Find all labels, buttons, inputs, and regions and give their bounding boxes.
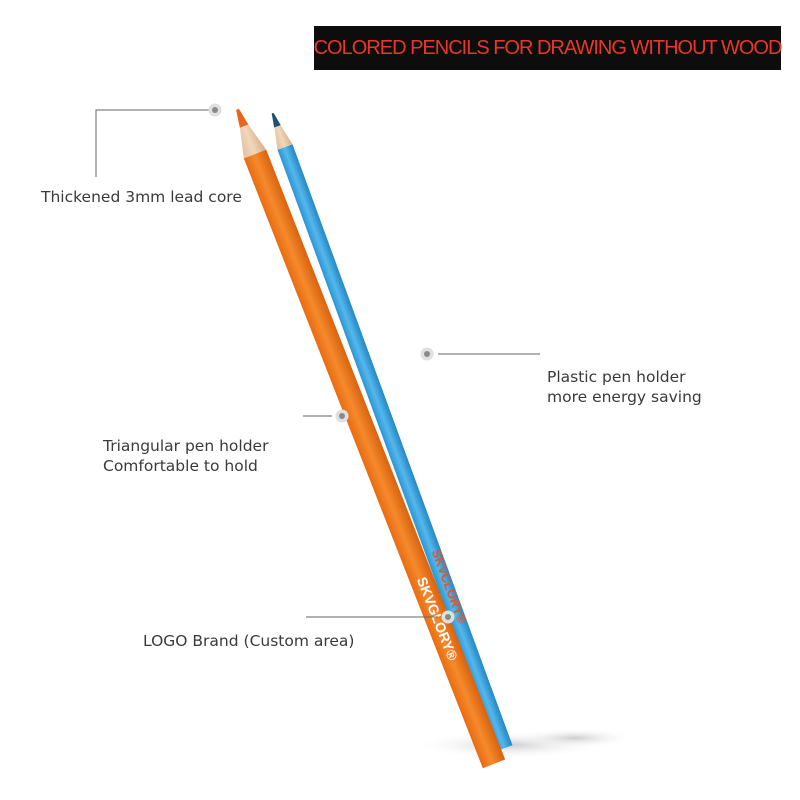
callout-dot-center bbox=[445, 614, 451, 620]
orange-pencil-lead bbox=[236, 108, 249, 128]
triangular-holder-line1: Triangular pen holder bbox=[103, 437, 269, 455]
logo-brand-text: LOGO Brand (Custom area) bbox=[143, 632, 355, 650]
callout-dot-center bbox=[339, 413, 345, 419]
blue-pencil: SKVCLORY® bbox=[271, 112, 513, 751]
callout-lead-core bbox=[95, 103, 222, 177]
callout-logo-brand bbox=[306, 610, 455, 624]
triangular-holder-label: Triangular pen holder Comfortable to hol… bbox=[103, 436, 268, 476]
lead-core-text: Thickened 3mm lead core bbox=[41, 188, 242, 206]
blue-pencil-body bbox=[277, 144, 513, 751]
logo-brand-label: LOGO Brand (Custom area) bbox=[143, 631, 354, 651]
plastic-holder-line1: Plastic pen holder bbox=[547, 368, 686, 386]
triangular-holder-line2: Comfortable to hold bbox=[103, 457, 258, 475]
callout-dot-center bbox=[424, 351, 430, 357]
callout-leader-line bbox=[95, 109, 215, 177]
blue-pencil-lead bbox=[271, 112, 281, 128]
callout-dot-center bbox=[212, 107, 218, 113]
blue-pencil-wood-tip bbox=[273, 118, 293, 150]
plastic-holder-line2: more energy saving bbox=[547, 388, 702, 406]
pencil-shadow bbox=[515, 728, 635, 748]
lead-core-label: Thickened 3mm lead core bbox=[41, 187, 242, 207]
title-banner: COLORED PENCILS FOR DRAWING WITHOUT WOOD bbox=[313, 26, 783, 70]
callout-plastic-holder bbox=[420, 347, 540, 361]
plastic-holder-label: Plastic pen holder more energy saving bbox=[547, 367, 702, 407]
orange-pencil-wood-tip bbox=[238, 116, 267, 159]
orange-pencil-body bbox=[243, 149, 506, 769]
banner-title: COLORED PENCILS FOR DRAWING WITHOUT WOOD bbox=[313, 36, 783, 59]
callout-triangular-holder bbox=[303, 409, 349, 423]
